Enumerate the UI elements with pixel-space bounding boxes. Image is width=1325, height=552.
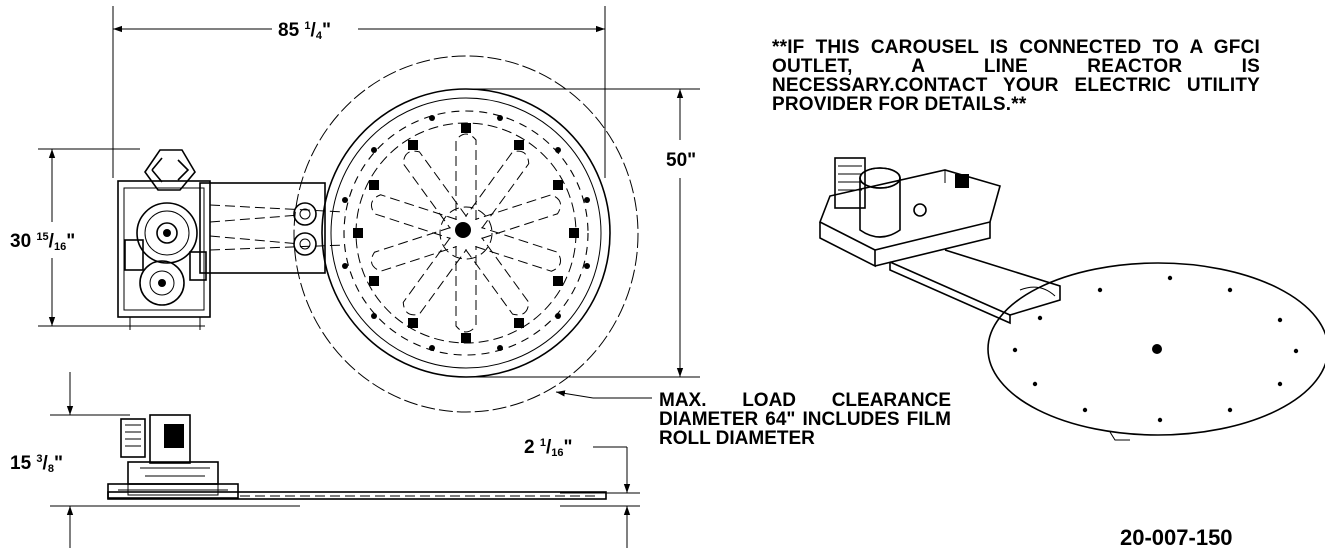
platform-spokes — [370, 133, 562, 333]
top-view — [38, 6, 700, 413]
isometric-view — [818, 157, 1325, 441]
load-clearance-note: MAX. LOAD CLEARANCE DIAMETER 64" INCLUDE… — [659, 390, 951, 449]
dim-base-depth: 30 15/16" — [10, 231, 75, 253]
dim-platform-diameter: 50" — [666, 150, 696, 171]
clearance-circle — [293, 55, 639, 413]
dim-overall-height: 15 3/8" — [10, 453, 63, 475]
platform-iso — [987, 262, 1325, 436]
gfci-warning-note: **IF THIS CAROUSEL IS CONNECTED TO A GFC… — [772, 37, 1260, 115]
drive-unit — [117, 149, 211, 330]
side-view — [50, 372, 640, 548]
center-hub — [455, 222, 471, 238]
dim-overall-width: 85 1/4" — [278, 20, 331, 42]
dim-platform-height: 2 1/16" — [524, 437, 573, 459]
drive-arm — [199, 182, 326, 274]
platform-rollers — [342, 115, 590, 351]
platform-plate-side — [107, 491, 607, 500]
part-number: 20-007-150 — [1120, 525, 1233, 550]
